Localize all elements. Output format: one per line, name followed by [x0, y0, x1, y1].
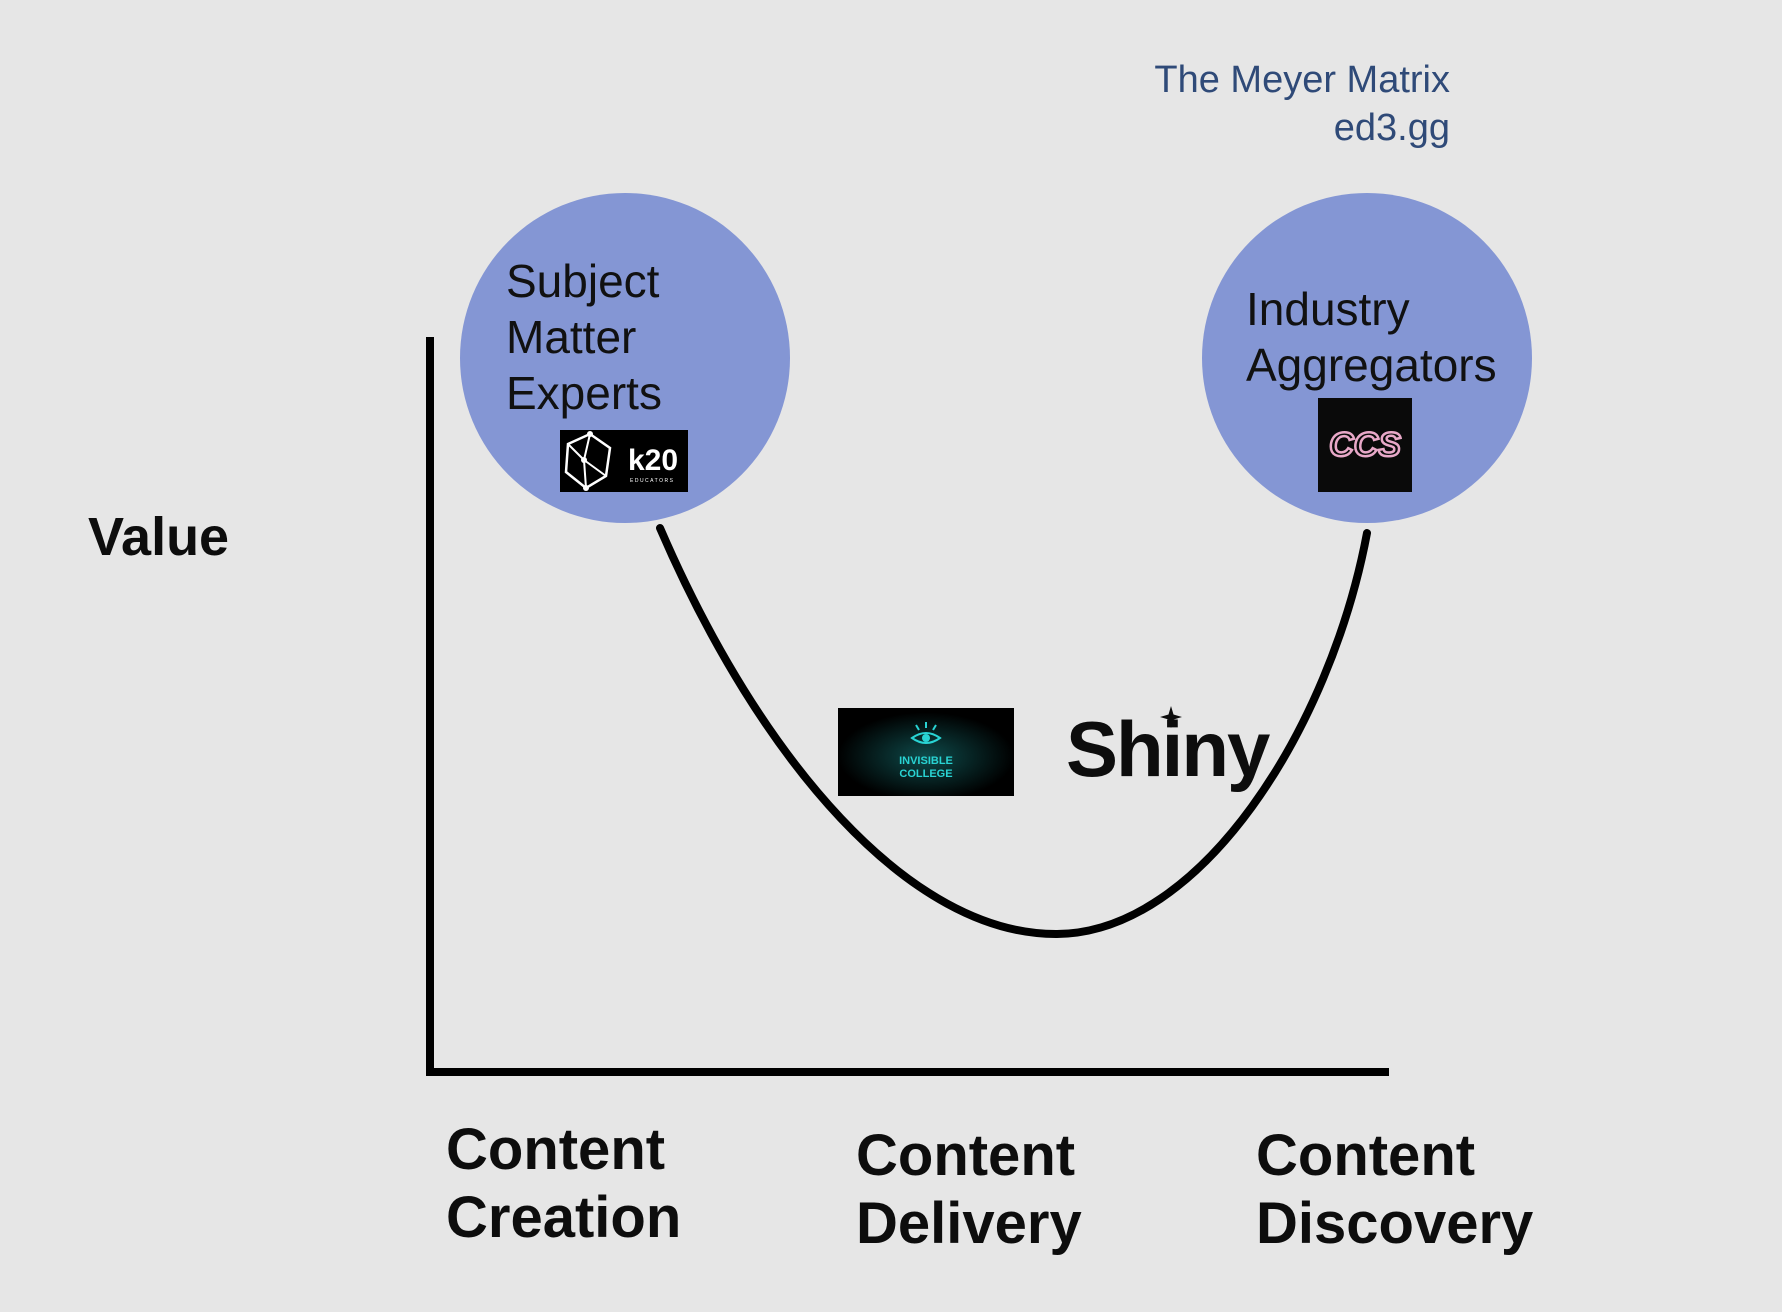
industry-aggregators-label: Industry Aggregators	[1246, 281, 1497, 393]
x-label-creation-line-1: Content	[446, 1117, 666, 1182]
k20-logo-subtext: EDUCATORS	[630, 478, 674, 484]
sme-line-1: Subject	[506, 255, 660, 307]
sme-line-3: Experts	[506, 367, 662, 419]
ia-line-2: Aggregators	[1246, 339, 1497, 391]
invisible-college-line-2: COLLEGE	[899, 768, 952, 780]
x-label-content-discovery: Content Discovery	[1256, 1122, 1533, 1258]
sparkle-icon	[1160, 706, 1182, 728]
x-label-delivery-line-2: Delivery	[856, 1191, 1082, 1256]
credit-site: ed3.gg	[1333, 107, 1450, 149]
eye-icon	[910, 722, 942, 744]
sme-line-2: Matter	[506, 311, 637, 363]
credit-title: The Meyer Matrix	[1154, 59, 1450, 101]
value-curve	[656, 524, 1371, 939]
ia-line-1: Industry	[1246, 283, 1410, 335]
x-label-content-delivery: Content Delivery	[856, 1122, 1082, 1258]
invisible-college-logo: INVISIBLE COLLEGE	[838, 708, 1014, 796]
ccs-logo: CCS	[1318, 398, 1412, 492]
ccs-logo-text: CCS	[1329, 426, 1401, 464]
k20-logo: k20 EDUCATORS	[560, 430, 688, 492]
y-axis-label: Value	[88, 507, 230, 567]
x-label-content-creation: Content Creation	[446, 1116, 681, 1252]
shiny-logo: Shiny	[1066, 705, 1270, 793]
x-label-discovery-line-2: Discovery	[1256, 1191, 1534, 1256]
x-label-discovery-line-1: Content	[1256, 1123, 1476, 1188]
subject-matter-experts-label: Subject Matter Experts	[506, 253, 662, 421]
x-label-delivery-line-1: Content	[856, 1123, 1076, 1188]
invisible-college-mark: INVISIBLE COLLEGE	[838, 708, 1014, 796]
k20-logo-text: k20	[628, 444, 678, 477]
k20-geometric-icon: k20 EDUCATORS	[564, 431, 678, 491]
ccs-logo-mark: CCS	[1328, 425, 1403, 466]
credit-block: The Meyer Matrix ed3.gg	[1080, 56, 1450, 152]
x-label-creation-line-2: Creation	[446, 1185, 682, 1250]
invisible-college-line-1: INVISIBLE	[899, 755, 953, 767]
